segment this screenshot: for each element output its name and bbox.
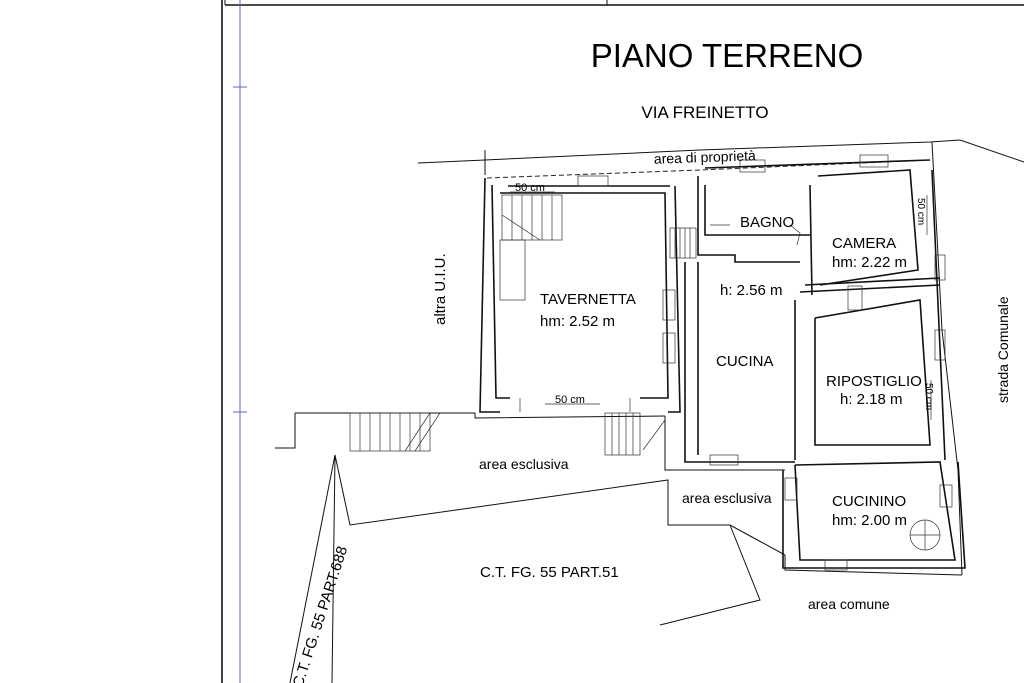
strada-comunale-label: strada Comunale (995, 296, 1011, 403)
boundary-lines (275, 139, 1024, 683)
dim-right-50a: 50 cm (915, 198, 926, 225)
page-title: PIANO TERRENO (591, 37, 864, 74)
room-tavernetta-name: TAVERNETTA (540, 291, 636, 308)
building-walls (479, 154, 966, 571)
room-cucinino-name: CUCININO (832, 493, 906, 510)
area-comune-label: area comune (808, 596, 890, 612)
parcel-51-label: C.T. FG. 55 PART.51 (480, 564, 619, 581)
room-tavernetta-height: hm: 2.52 m (540, 313, 615, 330)
room-ripostiglio-name: RIPOSTIGLIO (826, 373, 922, 390)
room-camera-height: hm: 2.22 m (832, 254, 907, 271)
dimension-lines (510, 191, 932, 420)
parcel-688-label: C.T. FG. 55 PART.688 (290, 544, 352, 683)
dim-top-50: 50 cm (515, 182, 545, 194)
room-cucina-name: CUCINA (716, 353, 774, 370)
room-camera-name: CAMERA (832, 235, 896, 252)
room-ripostiglio-height: h: 2.18 m (840, 391, 903, 408)
area-proprieta-label: area di proprietà (654, 147, 757, 167)
sheet-frame (221, 0, 1024, 683)
area-esclusiva-label-1: area esclusiva (479, 456, 569, 472)
outside-steps (349, 412, 666, 456)
altra-uiu-label: altra U.I.U. (432, 253, 449, 325)
street-label: VIA FREINETTO (641, 103, 768, 122)
dim-bottom-50: 50 cm (555, 394, 585, 406)
room-bagno-name: BAGNO (740, 214, 794, 231)
room-cucina-height: h: 2.56 m (720, 282, 783, 299)
room-cucinino-height: hm: 2.00 m (832, 512, 907, 529)
dim-right-50b: 50 cm (923, 383, 934, 410)
area-esclusiva-label-2: area esclusiva (682, 490, 772, 506)
